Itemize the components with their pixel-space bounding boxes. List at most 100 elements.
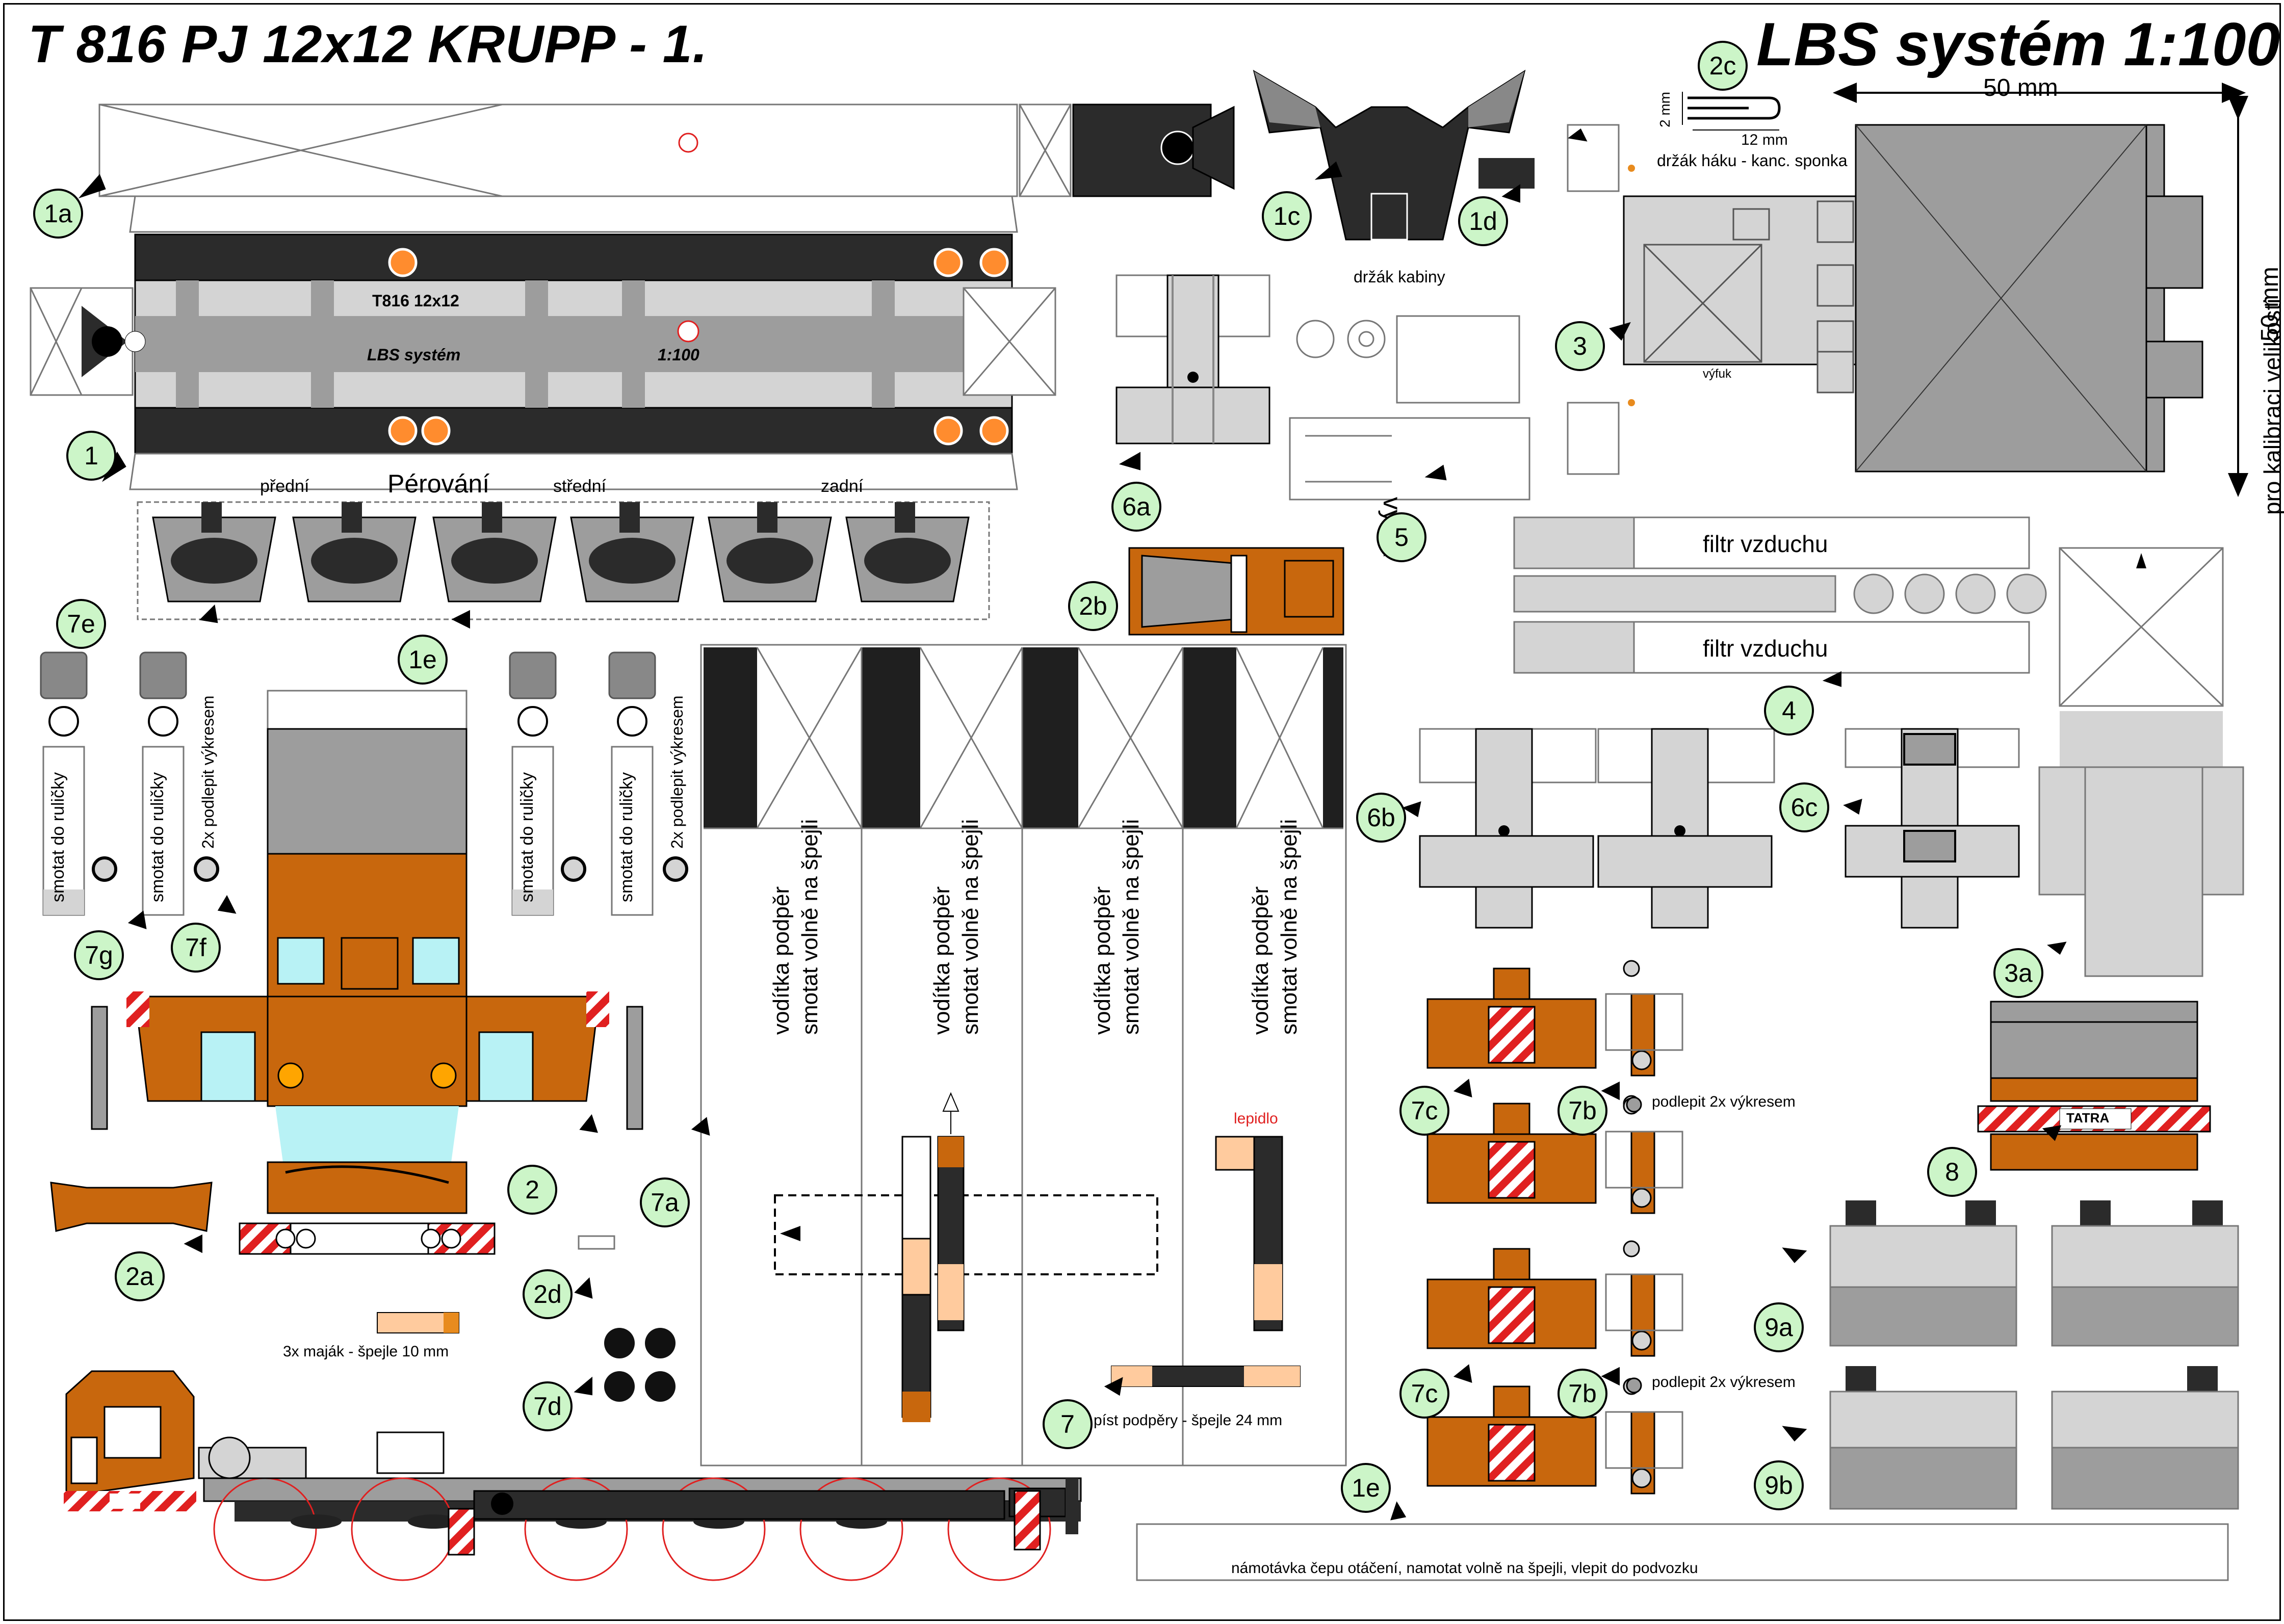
bubble-2a: 2a: [115, 1251, 165, 1301]
bubble-5: 5: [1377, 512, 1426, 562]
bubble-7e: 7e: [56, 599, 106, 649]
bubble-6b: 6b: [1356, 793, 1406, 843]
roll-text-4: smotat do ruličky: [617, 772, 636, 902]
bubble-6a: 6a: [1111, 482, 1161, 532]
part-1-chassis: [30, 195, 1056, 490]
side-view-truck: [64, 1370, 1082, 1581]
guide-4-line1: vodítka podpěr: [1248, 886, 1273, 1035]
part-5-exhaust: [1289, 315, 1530, 501]
part-3a: [2038, 547, 2244, 977]
chassis-text-1: T816 12x12: [372, 292, 459, 310]
bubble-7a: 7a: [640, 1177, 690, 1227]
part-7d-discs: [604, 1328, 676, 1402]
part-1c-cab-holder: [1253, 69, 1535, 241]
calibration-arrows: [1832, 82, 2249, 497]
bubble-7b-1: 7b: [1558, 1086, 1607, 1136]
chassis-text-3: 1:100: [658, 346, 699, 364]
system-title: LBS systém 1:100: [1756, 10, 2280, 78]
glue-twice-2: 2x podlepit výkresem: [668, 695, 686, 849]
bubble-7g: 7g: [74, 930, 124, 980]
part-6a: [1115, 274, 1270, 444]
part-2a: [50, 1182, 213, 1232]
part-2b: [1128, 547, 1344, 636]
calibration-width-label: 50 mm: [1983, 74, 2058, 101]
bubble-6c: 6c: [1779, 782, 1829, 832]
bubble-7b-2: 7b: [1558, 1369, 1607, 1419]
part-6b: [1419, 728, 1775, 929]
springs-title: Pérování: [387, 469, 490, 498]
part-9-blocks: [1829, 1200, 2239, 1510]
glue-twice-b-1: podlepit 2x výkresem: [1652, 1093, 1796, 1110]
bubble-7c-2: 7c: [1399, 1369, 1449, 1419]
bubble-1e-springs: 1e: [398, 635, 448, 685]
bubble-3a: 3a: [1993, 948, 2043, 998]
bubble-1c: 1c: [1262, 191, 1312, 241]
beacon-note: 3x maják - špejle 10 mm: [283, 1343, 449, 1360]
rolls-7e-7g: [40, 651, 688, 916]
hook-dim-long: 12 mm: [1741, 132, 1788, 148]
bubble-1e-pivot: 1e: [1341, 1463, 1391, 1513]
bubble-4: 4: [1764, 686, 1814, 736]
sheet-border: [3, 3, 2281, 1621]
guide-3-line2: smotat volně na špejli: [1119, 819, 1144, 1035]
bubble-1d: 1d: [1458, 196, 1508, 246]
piston-note: píst podpěry - špejle 24 mm: [1094, 1412, 1283, 1429]
beacon-strip: [377, 1312, 459, 1333]
part-3-platform: [1567, 124, 2203, 475]
page-title: T 816 PJ 12x12 KRUPP - 1.: [28, 15, 708, 74]
springs-front: přední: [260, 477, 309, 496]
roll-text-3: smotat do ruličky: [517, 772, 537, 902]
glue-twice-b-2: podlepit 2x výkresem: [1652, 1374, 1796, 1391]
roll-text-2: smotat do ruličky: [148, 772, 167, 902]
bubble-1a: 1a: [33, 189, 83, 239]
glue-label: lepidlo: [1234, 1110, 1278, 1127]
guide-2-line1: vodítka podpěr: [929, 886, 954, 1035]
part-2d: [578, 1235, 615, 1250]
bubble-2c: 2c: [1698, 41, 1748, 91]
bubble-3: 3: [1555, 321, 1605, 371]
bubble-9b: 9b: [1754, 1460, 1804, 1510]
tatra-label: TATRA: [2066, 1110, 2110, 1125]
bubble-1: 1: [66, 431, 116, 481]
bubble-8: 8: [1927, 1147, 1977, 1197]
calibration-note: pro kalibraci velikosti: [2259, 298, 2284, 515]
springs-1e: [137, 501, 990, 620]
pivot-strip: [1136, 1523, 2229, 1581]
bubble-2b: 2b: [1068, 581, 1118, 631]
guide-4-line2: smotat volně na špejli: [1277, 819, 1302, 1035]
springs-middle: střední: [553, 477, 606, 496]
roll-text-1: smotat do ruličky: [48, 772, 68, 902]
bubble-2d: 2d: [523, 1269, 573, 1319]
cab-holder-label: držák kabiny: [1354, 268, 1445, 286]
glue-twice-1: 2x podlepit výkresem: [199, 695, 217, 849]
part-7a-guides: [700, 644, 1347, 1466]
bubble-2: 2: [507, 1165, 557, 1215]
bubble-7c-1: 7c: [1399, 1086, 1449, 1136]
pivot-note: námotávka čepu otáčení, namotat volně na…: [1231, 1560, 1698, 1577]
guide-3-line1: vodítka podpěr: [1090, 886, 1115, 1035]
air-filter-label-2: filtr vzduchu: [1703, 635, 1828, 662]
part-1a-strip: [98, 103, 1235, 197]
bubble-pointers: [78, 128, 2067, 1521]
part-2-cab: [91, 690, 643, 1255]
part-4-air-filter: [1513, 516, 2047, 674]
hook-clip-drawing: [1682, 92, 1781, 130]
guide-2-line2: smotat volně na špejli: [958, 819, 983, 1035]
bubble-7f: 7f: [171, 923, 221, 973]
bubble-9a: 9a: [1754, 1302, 1804, 1352]
hook-dim-short: 2 mm: [1657, 92, 1673, 127]
guide-1-line2: smotat volně na špejli: [797, 819, 822, 1035]
chassis-text-2: LBS systém: [367, 346, 461, 364]
springs-rear: zadní: [821, 477, 864, 496]
part-7c-7b: [1426, 960, 1683, 1495]
part-8-bumper: [1977, 1001, 2211, 1171]
part-6c: [1845, 728, 2020, 929]
guide-1-line1: vodítka podpěr: [769, 886, 794, 1035]
air-filter-label-1: filtr vzduchu: [1703, 531, 1828, 557]
platform-exhaust-label: výfuk: [1703, 367, 1732, 381]
